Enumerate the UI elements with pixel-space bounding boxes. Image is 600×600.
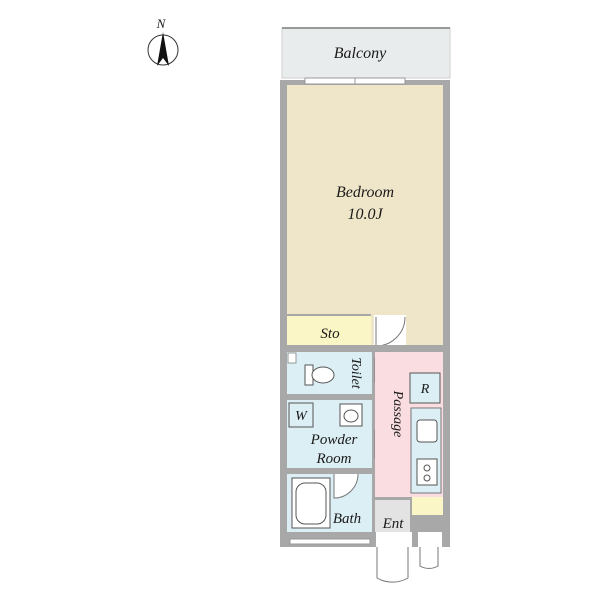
sink-icon — [339, 403, 363, 427]
entrance-door-gap — [376, 532, 412, 547]
washer-box — [288, 402, 314, 428]
toilet-icon — [304, 364, 335, 386]
balcony-label: Balcony — [334, 45, 387, 62]
refrigerator-label: R — [420, 382, 430, 397]
stove-icon — [416, 458, 438, 486]
kitchen-sink-icon — [416, 419, 438, 443]
storage-label: Sto — [320, 326, 340, 342]
refrigerator-box — [409, 372, 441, 404]
bath-door-swing — [333, 473, 359, 499]
side-door-gap — [418, 532, 442, 547]
powder-room-label-1: Powder — [310, 432, 358, 448]
storage — [287, 315, 371, 345]
passage-label: Passage — [390, 390, 405, 438]
entrance-door-swing — [376, 547, 409, 583]
compass-label: N — [156, 16, 167, 31]
toilet-label: Toilet — [348, 357, 363, 389]
bedroom-size: 10.0J — [347, 206, 383, 223]
compass: N — [147, 16, 179, 66]
powder-room-label-2: Room — [316, 451, 352, 467]
entrance-label: Ent — [382, 516, 405, 532]
side-door-swing — [419, 547, 439, 569]
entrance — [375, 500, 410, 532]
bath-label: Bath — [333, 511, 361, 527]
shoe-cabinet — [412, 497, 443, 515]
bedroom-label: Bedroom — [336, 184, 394, 201]
north-arrow-icon — [157, 32, 169, 66]
bedroom — [287, 85, 443, 345]
interior-wall — [280, 345, 450, 352]
washer-label: W — [295, 409, 308, 424]
toilet-shaft — [287, 352, 297, 364]
bath-window — [289, 538, 371, 545]
bathtub-icon — [291, 477, 331, 529]
